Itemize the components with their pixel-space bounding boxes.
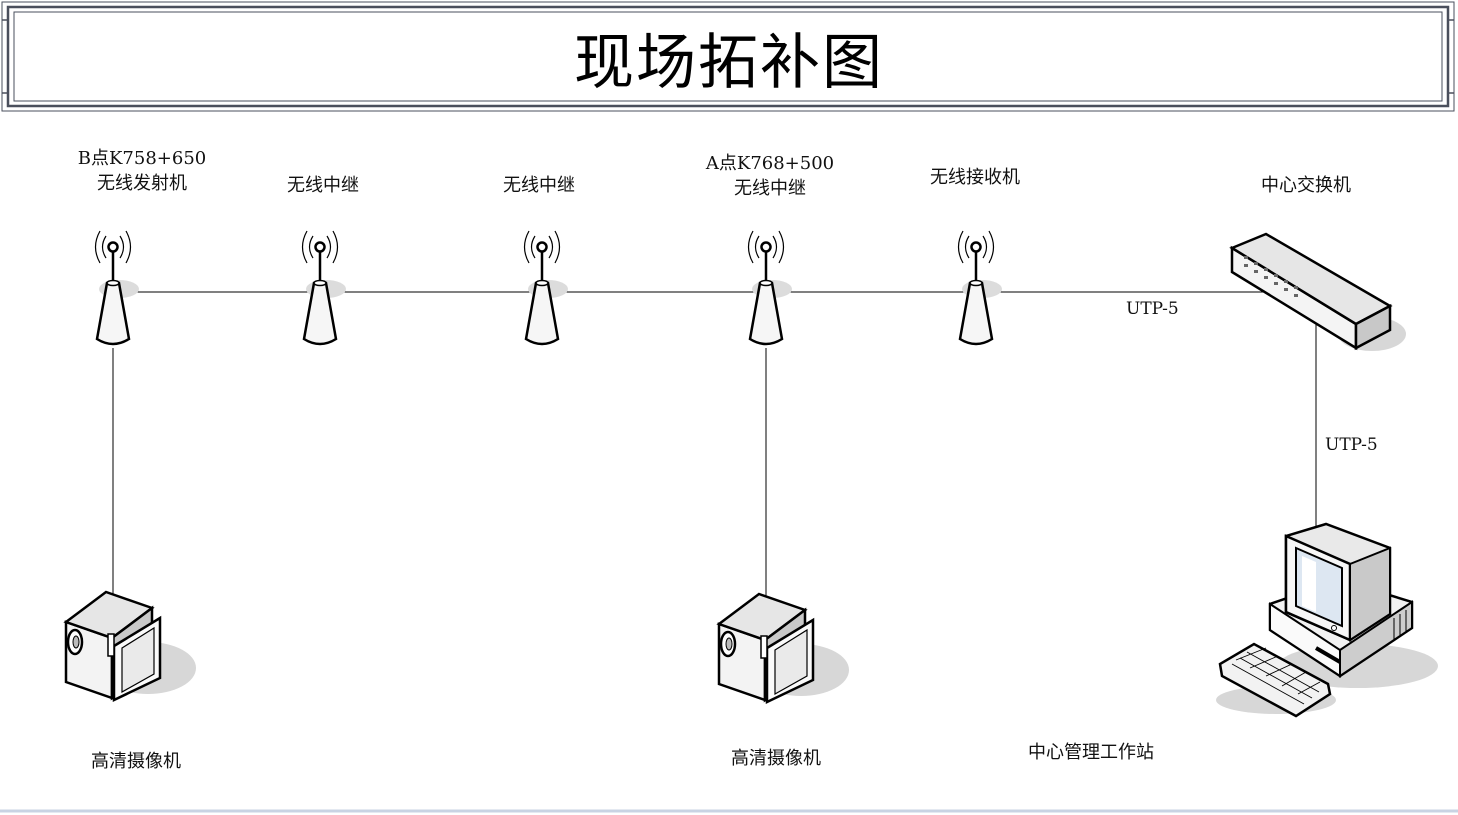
- camcorder-icon: [64, 590, 198, 702]
- camcorder-icon: [717, 592, 851, 704]
- repeater-a-label: A点K768+500 无线中继: [690, 151, 850, 201]
- repeater2-name: 无线中继: [503, 175, 575, 196]
- repeater-a-name: 无线中继: [734, 178, 806, 199]
- desktop-computer-icon: [1216, 522, 1438, 718]
- workstation-name: 中心管理工作站: [1028, 742, 1154, 763]
- antenna-icon: [301, 229, 348, 346]
- antenna-icon: [957, 229, 1004, 346]
- switch-label: 中心交换机: [1236, 173, 1376, 198]
- network-switch-icon: [1229, 232, 1406, 351]
- camera1-name: 高清摄像机: [91, 751, 181, 772]
- receiver-switch-cable-label: UTP-5: [1126, 299, 1179, 319]
- page-title: 现场拓补图: [574, 27, 884, 98]
- camera2-label: 高清摄像机: [706, 746, 846, 771]
- transmitter-location: B点K758+650: [77, 148, 207, 169]
- repeater1-label: 无线中继: [253, 173, 393, 198]
- switch-workstation-cable-label: UTP-5: [1325, 435, 1378, 455]
- workstation-label: 中心管理工作站: [1006, 740, 1176, 765]
- transmitter-label: B点K758+650 无线发射机: [62, 146, 222, 196]
- switch-name: 中心交换机: [1261, 175, 1351, 196]
- receiver-label: 无线接收机: [905, 165, 1045, 190]
- camera2-name: 高清摄像机: [731, 748, 821, 769]
- receiver-name: 无线接收机: [930, 167, 1020, 188]
- connection-lines: [112, 291, 1317, 700]
- title-banner: [1, 1, 1455, 112]
- transmitter-name: 无线发射机: [97, 173, 187, 194]
- antenna-icon: [747, 229, 794, 346]
- repeater1-name: 无线中继: [287, 175, 359, 196]
- repeater-a-location: A点K768+500: [705, 153, 835, 174]
- antenna-icon: [523, 229, 570, 346]
- repeater2-label: 无线中继: [469, 173, 609, 198]
- camera1-label: 高清摄像机: [66, 749, 206, 774]
- antenna-icon: [94, 229, 141, 346]
